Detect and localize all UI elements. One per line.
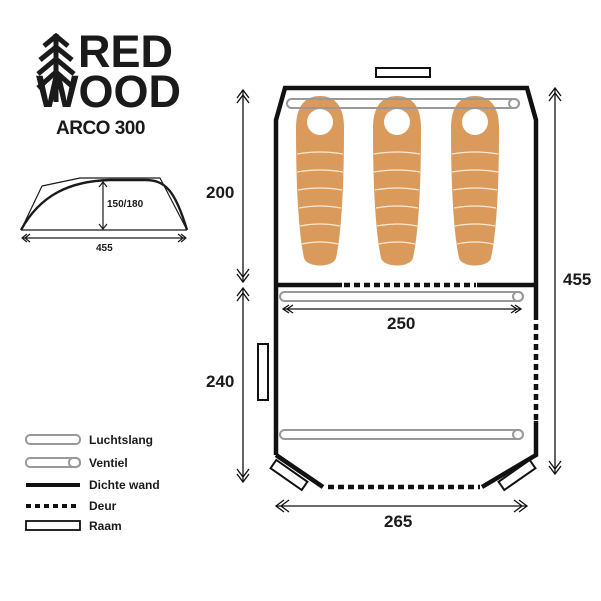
- legend-door: Deur: [89, 499, 117, 513]
- valve-icon: [25, 457, 81, 468]
- window-icon: [25, 520, 81, 531]
- doors: [328, 282, 539, 490]
- sleeping-bag-icon: [296, 96, 344, 266]
- side-height-label: 150/180: [107, 199, 144, 210]
- legend-valve: Ventiel: [89, 456, 128, 470]
- legend-solid-wall: Dichte wand: [89, 478, 160, 492]
- living-depth-label: 240: [206, 372, 235, 391]
- window-icon: [497, 458, 537, 492]
- dimension-arrows: [236, 86, 562, 513]
- legend-airtube: Luchtslang: [89, 433, 154, 447]
- windows: [257, 67, 537, 492]
- sleeping-bag-icon: [373, 96, 421, 266]
- window-icon: [269, 458, 309, 492]
- walls: [273, 85, 539, 489]
- sleeping-bags: [296, 96, 499, 266]
- bedroom-depth-label: 200: [206, 183, 235, 202]
- window-icon: [257, 343, 269, 401]
- side-length-label: 455: [96, 243, 113, 254]
- legend-window: Raam: [89, 519, 122, 533]
- sleeping-bag-icon: [451, 96, 499, 266]
- outer-width-label: 265: [384, 512, 413, 531]
- brand-name-line1: RED: [78, 26, 174, 77]
- solid-wall: [480, 421, 539, 489]
- pine-tree-icon: [36, 32, 76, 102]
- window-icon: [375, 67, 431, 78]
- airtubes: [279, 98, 524, 440]
- solid-wall: [274, 453, 325, 489]
- solid-wall: [273, 85, 539, 455]
- airtube-icon: [25, 434, 81, 445]
- total-length-label: 455: [563, 270, 592, 289]
- model-name: ARCO 300: [56, 118, 145, 139]
- brand-name-line2: WOOD: [36, 66, 181, 117]
- inner-width-label: 250: [387, 314, 416, 333]
